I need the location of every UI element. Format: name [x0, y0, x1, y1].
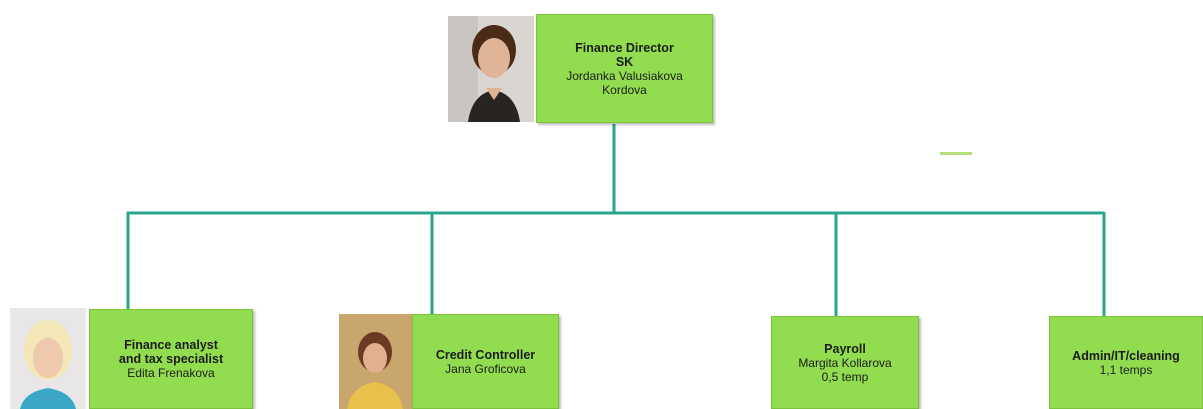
- finance-analyst-title: Finance analyst: [124, 338, 218, 352]
- decorative-line: [940, 152, 972, 155]
- director-title: Finance Director: [575, 40, 674, 55]
- admin-box: Admin/IT/cleaning 1,1 temps: [1049, 316, 1203, 409]
- credit-controller-box: Credit Controller Jana Groficova: [412, 314, 559, 409]
- payroll-box: Payroll Margita Kollarova 0,5 temp: [771, 316, 919, 409]
- finance-analyst-photo: [10, 308, 86, 409]
- finance-analyst-title-2: and tax specialist: [118, 352, 224, 366]
- credit-controller-name: Jana Groficova: [445, 361, 526, 376]
- finance-analyst-box: Finance analyst and tax specialist Edita…: [89, 309, 253, 409]
- payroll-name: Margita Kollarova: [798, 355, 892, 370]
- director-photo: [448, 16, 534, 122]
- admin-title: Admin/IT/cleaning: [1072, 348, 1180, 363]
- finance-analyst-name: Edita Frenakova: [127, 366, 215, 380]
- payroll-allocation: 0,5 temp: [821, 369, 869, 384]
- director-box: Finance Director SK Jordanka Valusiakova…: [536, 14, 713, 123]
- payroll-title: Payroll: [824, 341, 866, 356]
- admin-allocation: 1,1 temps: [1099, 362, 1153, 377]
- director-surname-2: Kordova: [602, 82, 647, 97]
- credit-controller-photo: [339, 314, 412, 409]
- director-name: Jordanka Valusiakova: [566, 68, 683, 83]
- director-country: SK: [615, 54, 634, 69]
- credit-controller-title: Credit Controller: [435, 347, 536, 362]
